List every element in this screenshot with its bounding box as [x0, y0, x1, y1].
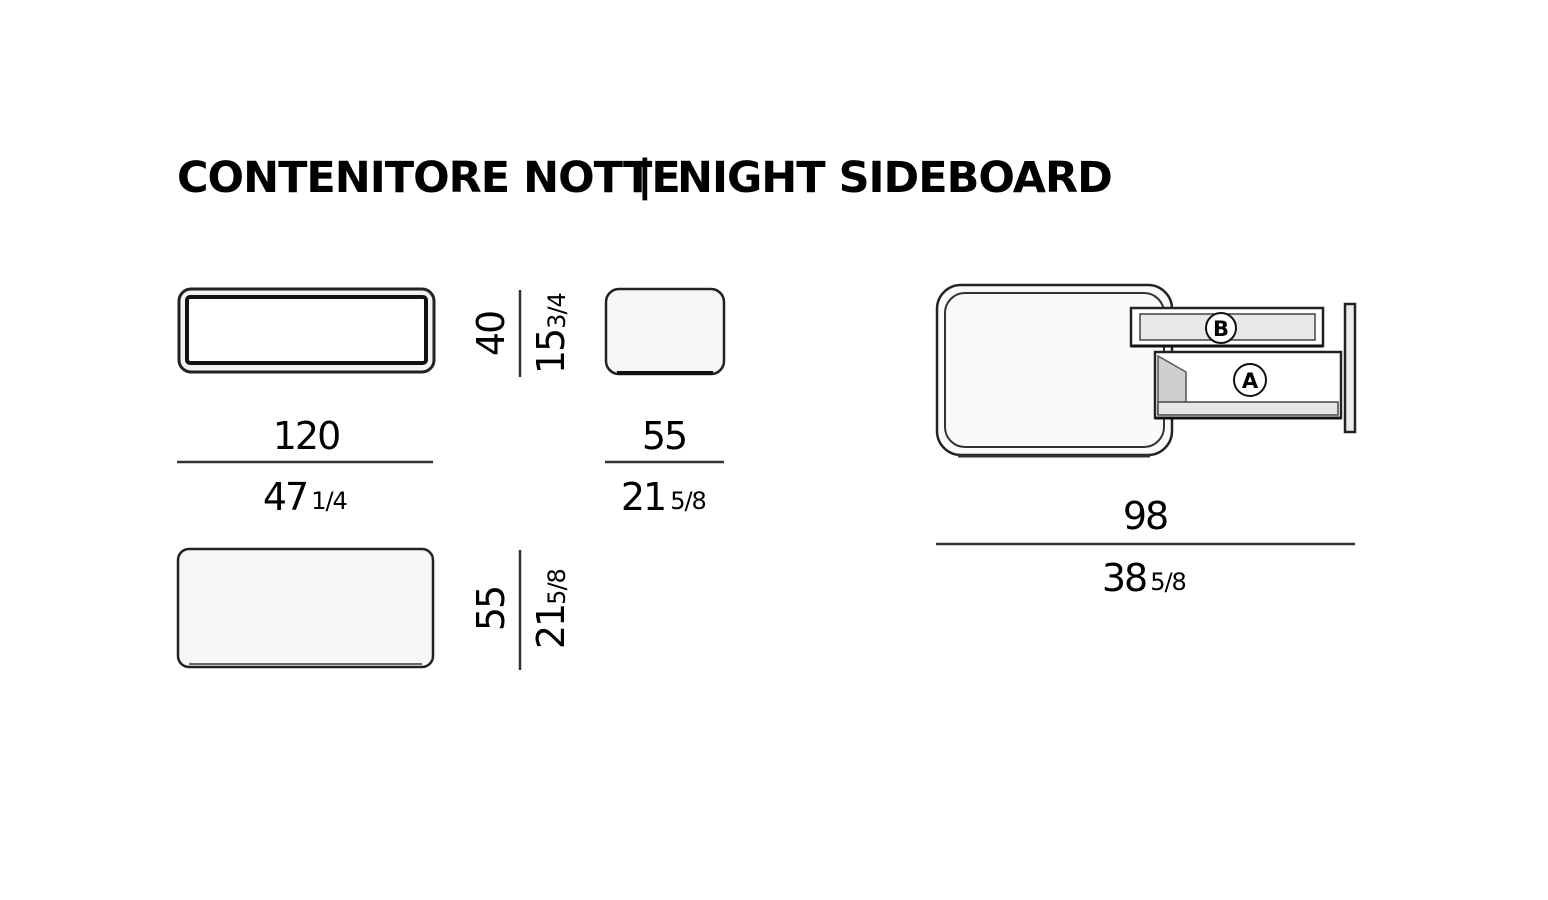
open-drawers-drawing: B A: [935, 283, 1357, 458]
top-depth-inch-fraction: 5/8: [543, 569, 571, 605]
title: CONTENITORE NOTTE | NIGHT SIDEBOARD: [177, 151, 1113, 203]
side-depth-inch-fraction: 5/8: [670, 487, 706, 515]
top-depth-cm: 55: [469, 587, 513, 631]
front-height-inch: 15: [529, 330, 573, 374]
front-height-dimension: 40 15 3/4: [469, 290, 573, 377]
drawer-a-label: A: [1242, 369, 1259, 393]
drawer-b-marker: [1205, 312, 1237, 344]
open-depth-inch-fraction: 5/8: [1150, 568, 1186, 596]
top-depth-dimension: 55 21 5/8: [469, 550, 573, 670]
front-width-dimension: 120 47 1/4: [177, 414, 433, 519]
title-italian: CONTENITORE NOTTE: [177, 153, 680, 203]
front-width-inch-fraction: 1/4: [311, 487, 347, 515]
front-width-inch: 47: [263, 475, 307, 519]
side-depth-dimension: 55 21 5/8: [605, 414, 724, 519]
top-view-drawing: [176, 547, 435, 669]
open-depth-dimension: 98 38 5/8: [936, 494, 1355, 600]
front-height-inch-fraction: 3/4: [543, 293, 571, 329]
drawer-b-label: B: [1213, 317, 1229, 341]
open-depth-inch: 38: [1102, 556, 1146, 600]
title-separator: |: [637, 151, 652, 201]
title-english: NIGHT SIDEBOARD: [677, 153, 1112, 203]
open-depth-cm: 98: [1123, 494, 1167, 538]
drawer-b: B: [1129, 306, 1325, 348]
drawer-a: A: [1153, 350, 1343, 420]
side-view-drawing: [604, 287, 726, 376]
drawer-a-marker: [1233, 363, 1267, 397]
side-depth-cm: 55: [642, 414, 686, 458]
front-height-cm: 40: [469, 312, 513, 356]
drawer-front-panel: [1343, 302, 1357, 434]
front-width-cm: 120: [273, 414, 340, 458]
top-depth-inch: 21: [529, 605, 573, 649]
side-depth-inch: 21: [621, 475, 665, 519]
front-view-drawing: [177, 287, 436, 374]
